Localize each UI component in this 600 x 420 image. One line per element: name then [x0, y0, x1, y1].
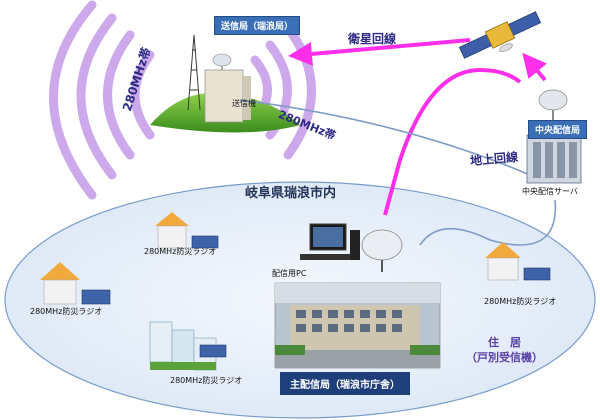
central-server-label: 中央配信サーバ — [522, 187, 578, 196]
residence-sub-label: （戸別受信機） — [466, 351, 543, 364]
radio-waves-left — [49, 0, 155, 200]
pc-dish — [361, 229, 403, 272]
radio-label-2: 280MHz防災ラジオ — [30, 307, 103, 316]
antenna-tower — [187, 34, 201, 111]
pc-computer — [300, 223, 360, 260]
satellite — [458, 11, 542, 59]
main-station-photo — [274, 282, 441, 369]
central-dish — [538, 89, 568, 120]
radio-waves-right — [250, 23, 316, 160]
central-server-rack — [526, 134, 582, 184]
satellite-link-arrow — [288, 38, 471, 66]
central-to-pc-line — [419, 199, 557, 246]
ground-link-line — [239, 99, 531, 176]
transmitter-station-label: 送信局（瑞浪局） — [214, 16, 301, 35]
uplink-arrow — [522, 52, 547, 82]
pc-label: 配信用PC — [272, 269, 307, 278]
radio-label-1: 280MHz防災ラジオ — [144, 247, 217, 256]
satellite-link-label: 衛星回線 — [348, 32, 397, 46]
region-label: 岐阜県瑞浪市内 — [245, 186, 337, 201]
house-1 — [155, 212, 219, 249]
transmitter-label: 送信機 — [232, 99, 256, 108]
house-2 — [40, 262, 111, 305]
house-3 — [485, 242, 551, 281]
residence-label: 住 居 — [488, 336, 521, 349]
main-station-label: 主配信局（瑞浪市庁舎） — [280, 372, 410, 395]
radio-label-4: 280MHz防災ラジオ — [170, 376, 243, 385]
transmitter-building — [204, 53, 251, 123]
apartment-buildings — [149, 321, 227, 371]
radio-label-3: 280MHz防災ラジオ — [484, 297, 557, 306]
main-to-satellite-curve — [383, 67, 522, 216]
central-station-label: 中央配信局 — [528, 120, 588, 139]
